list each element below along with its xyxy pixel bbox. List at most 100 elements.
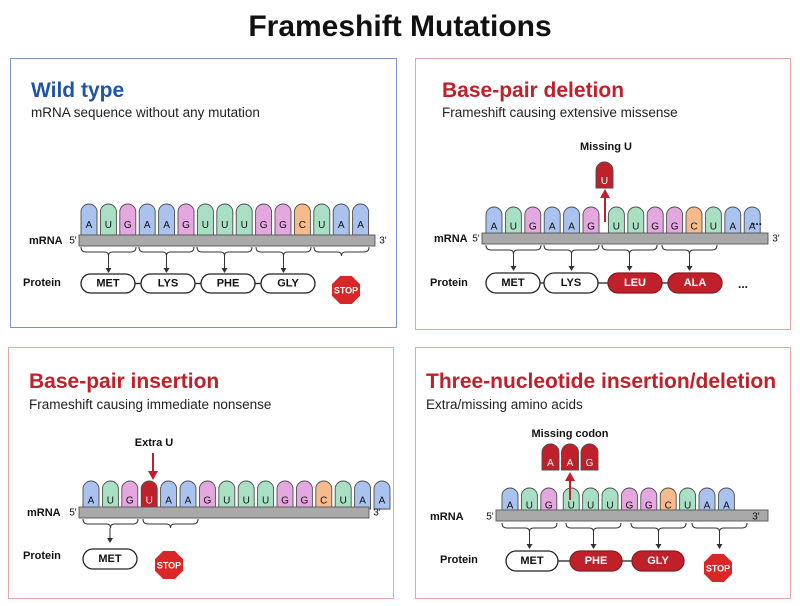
- nucleotide-letter: A: [729, 222, 736, 233]
- nucleotide-letter: G: [651, 222, 659, 233]
- amino-acid-label: LYS: [561, 277, 581, 289]
- amino-acid-label: GLY: [277, 278, 299, 290]
- arrow-head: [626, 266, 633, 271]
- nucleotide: [724, 206, 742, 236]
- three-prime-label: 3': [373, 508, 381, 519]
- nucleotide-letter: G: [281, 496, 289, 507]
- nucleotide-letter: A: [86, 220, 93, 231]
- nucleotide: [524, 206, 542, 236]
- nucleotide-letter: U: [241, 220, 248, 231]
- nucleotide-letter: A: [567, 458, 574, 469]
- nucleotide: [601, 487, 619, 513]
- nucleotide-letter: A: [379, 496, 386, 507]
- stop-sign-icon: [153, 549, 185, 581]
- amino-acid-label: LEU: [624, 277, 646, 289]
- nucleotide: [501, 487, 519, 513]
- nucleotide-letter: G: [645, 501, 653, 512]
- nucleotide: [646, 206, 664, 236]
- nucleotide-letter: A: [338, 220, 345, 231]
- nucleotide-letter: U: [318, 220, 325, 231]
- mrna-label: mRNA: [27, 507, 61, 519]
- panel-title: Base-pair deletion: [442, 79, 625, 102]
- panel-title: Wild type: [31, 79, 125, 102]
- nucleotide-letter: U: [568, 501, 575, 512]
- arrow-head: [280, 268, 287, 273]
- nucleotide-letter: C: [665, 501, 672, 512]
- ellipsis: ...: [752, 214, 762, 228]
- nucleotide: [504, 206, 522, 236]
- nucleotide-letter: U: [340, 496, 347, 507]
- panel-subtitle: mRNA sequence without any mutation: [31, 105, 260, 120]
- nucleotide: [237, 480, 255, 510]
- nucleotide-letter: A: [749, 222, 756, 233]
- mrna-strand: [78, 234, 376, 247]
- protein-label: Protein: [23, 550, 61, 562]
- missing-codon-nucleotide: [580, 443, 599, 471]
- nucleotide: [520, 487, 538, 513]
- stop-label: STOP: [157, 561, 181, 571]
- nucleotide-letter: U: [202, 220, 209, 231]
- nucleotide: [373, 480, 391, 510]
- nucleotide: [119, 203, 137, 236]
- callout-label: Missing codon: [532, 428, 609, 440]
- nucleotide-letter: U: [262, 496, 269, 507]
- nucleotide: [540, 487, 558, 513]
- nucleotide-letter: G: [182, 220, 190, 231]
- mrna-label: mRNA: [430, 511, 464, 523]
- missing-nucleotide: [595, 161, 614, 189]
- three-prime-label: 3': [379, 236, 387, 247]
- nucleotide: [160, 480, 178, 510]
- nucleotide-letter: A: [357, 220, 364, 231]
- nucleotide-letter: G: [279, 220, 287, 231]
- amino-acid-label: MET: [501, 277, 525, 289]
- nucleotide: [99, 203, 117, 236]
- nucleotide: [255, 203, 273, 236]
- nucleotide-letter: G: [545, 501, 553, 512]
- protein-label: Protein: [440, 554, 478, 566]
- nucleotide: [659, 487, 677, 513]
- nucleotide-letter: A: [163, 220, 170, 231]
- stop-label: STOP: [706, 564, 730, 574]
- nucleotide: [138, 203, 156, 236]
- amino-acid-label: PHE: [585, 555, 608, 567]
- codon-bracket: [501, 522, 558, 533]
- nucleotide-letter: A: [144, 220, 151, 231]
- nucleotide: [196, 203, 214, 236]
- three-prime-label: 3': [752, 512, 760, 523]
- nucleotide-letter: U: [613, 222, 620, 233]
- nucleotide-letter: A: [359, 496, 366, 507]
- nucleotide: [274, 203, 292, 236]
- nucleotide-letter: C: [299, 220, 306, 231]
- nucleotide: [485, 206, 503, 236]
- mutation-arrow-head: [148, 471, 158, 480]
- nucleotide: [666, 206, 684, 236]
- stop-sign-icon: [702, 552, 734, 584]
- amino-acid: [82, 548, 138, 570]
- panel-title: Three-nucleotide insertion/deletion: [426, 370, 777, 393]
- amino-acid-label: MET: [520, 555, 544, 567]
- nucleotide: [332, 203, 350, 236]
- nucleotide: [743, 206, 761, 236]
- nucleotide-letter: U: [510, 222, 517, 233]
- mrna-strand: [78, 506, 370, 519]
- nucleotide: [679, 487, 697, 513]
- nucleotide-letter: U: [606, 501, 613, 512]
- nucleotide-letter: U: [684, 501, 691, 512]
- amino-acid-label: LYS: [158, 278, 178, 290]
- callout-label: Missing U: [580, 141, 632, 153]
- three-prime-label: 3': [772, 234, 780, 245]
- nucleotide: [313, 203, 331, 236]
- panel-subtitle: Frameshift causing extensive missense: [442, 105, 678, 120]
- codon-bracket: [485, 244, 542, 255]
- nucleotide: [216, 203, 234, 236]
- arrow-head: [107, 538, 113, 543]
- amino-acid: [260, 273, 316, 294]
- codon-bracket: [543, 244, 600, 255]
- callout-label: Extra U: [135, 437, 174, 449]
- five-prime-label: 5': [472, 234, 480, 245]
- five-prime-label: 5': [69, 508, 77, 519]
